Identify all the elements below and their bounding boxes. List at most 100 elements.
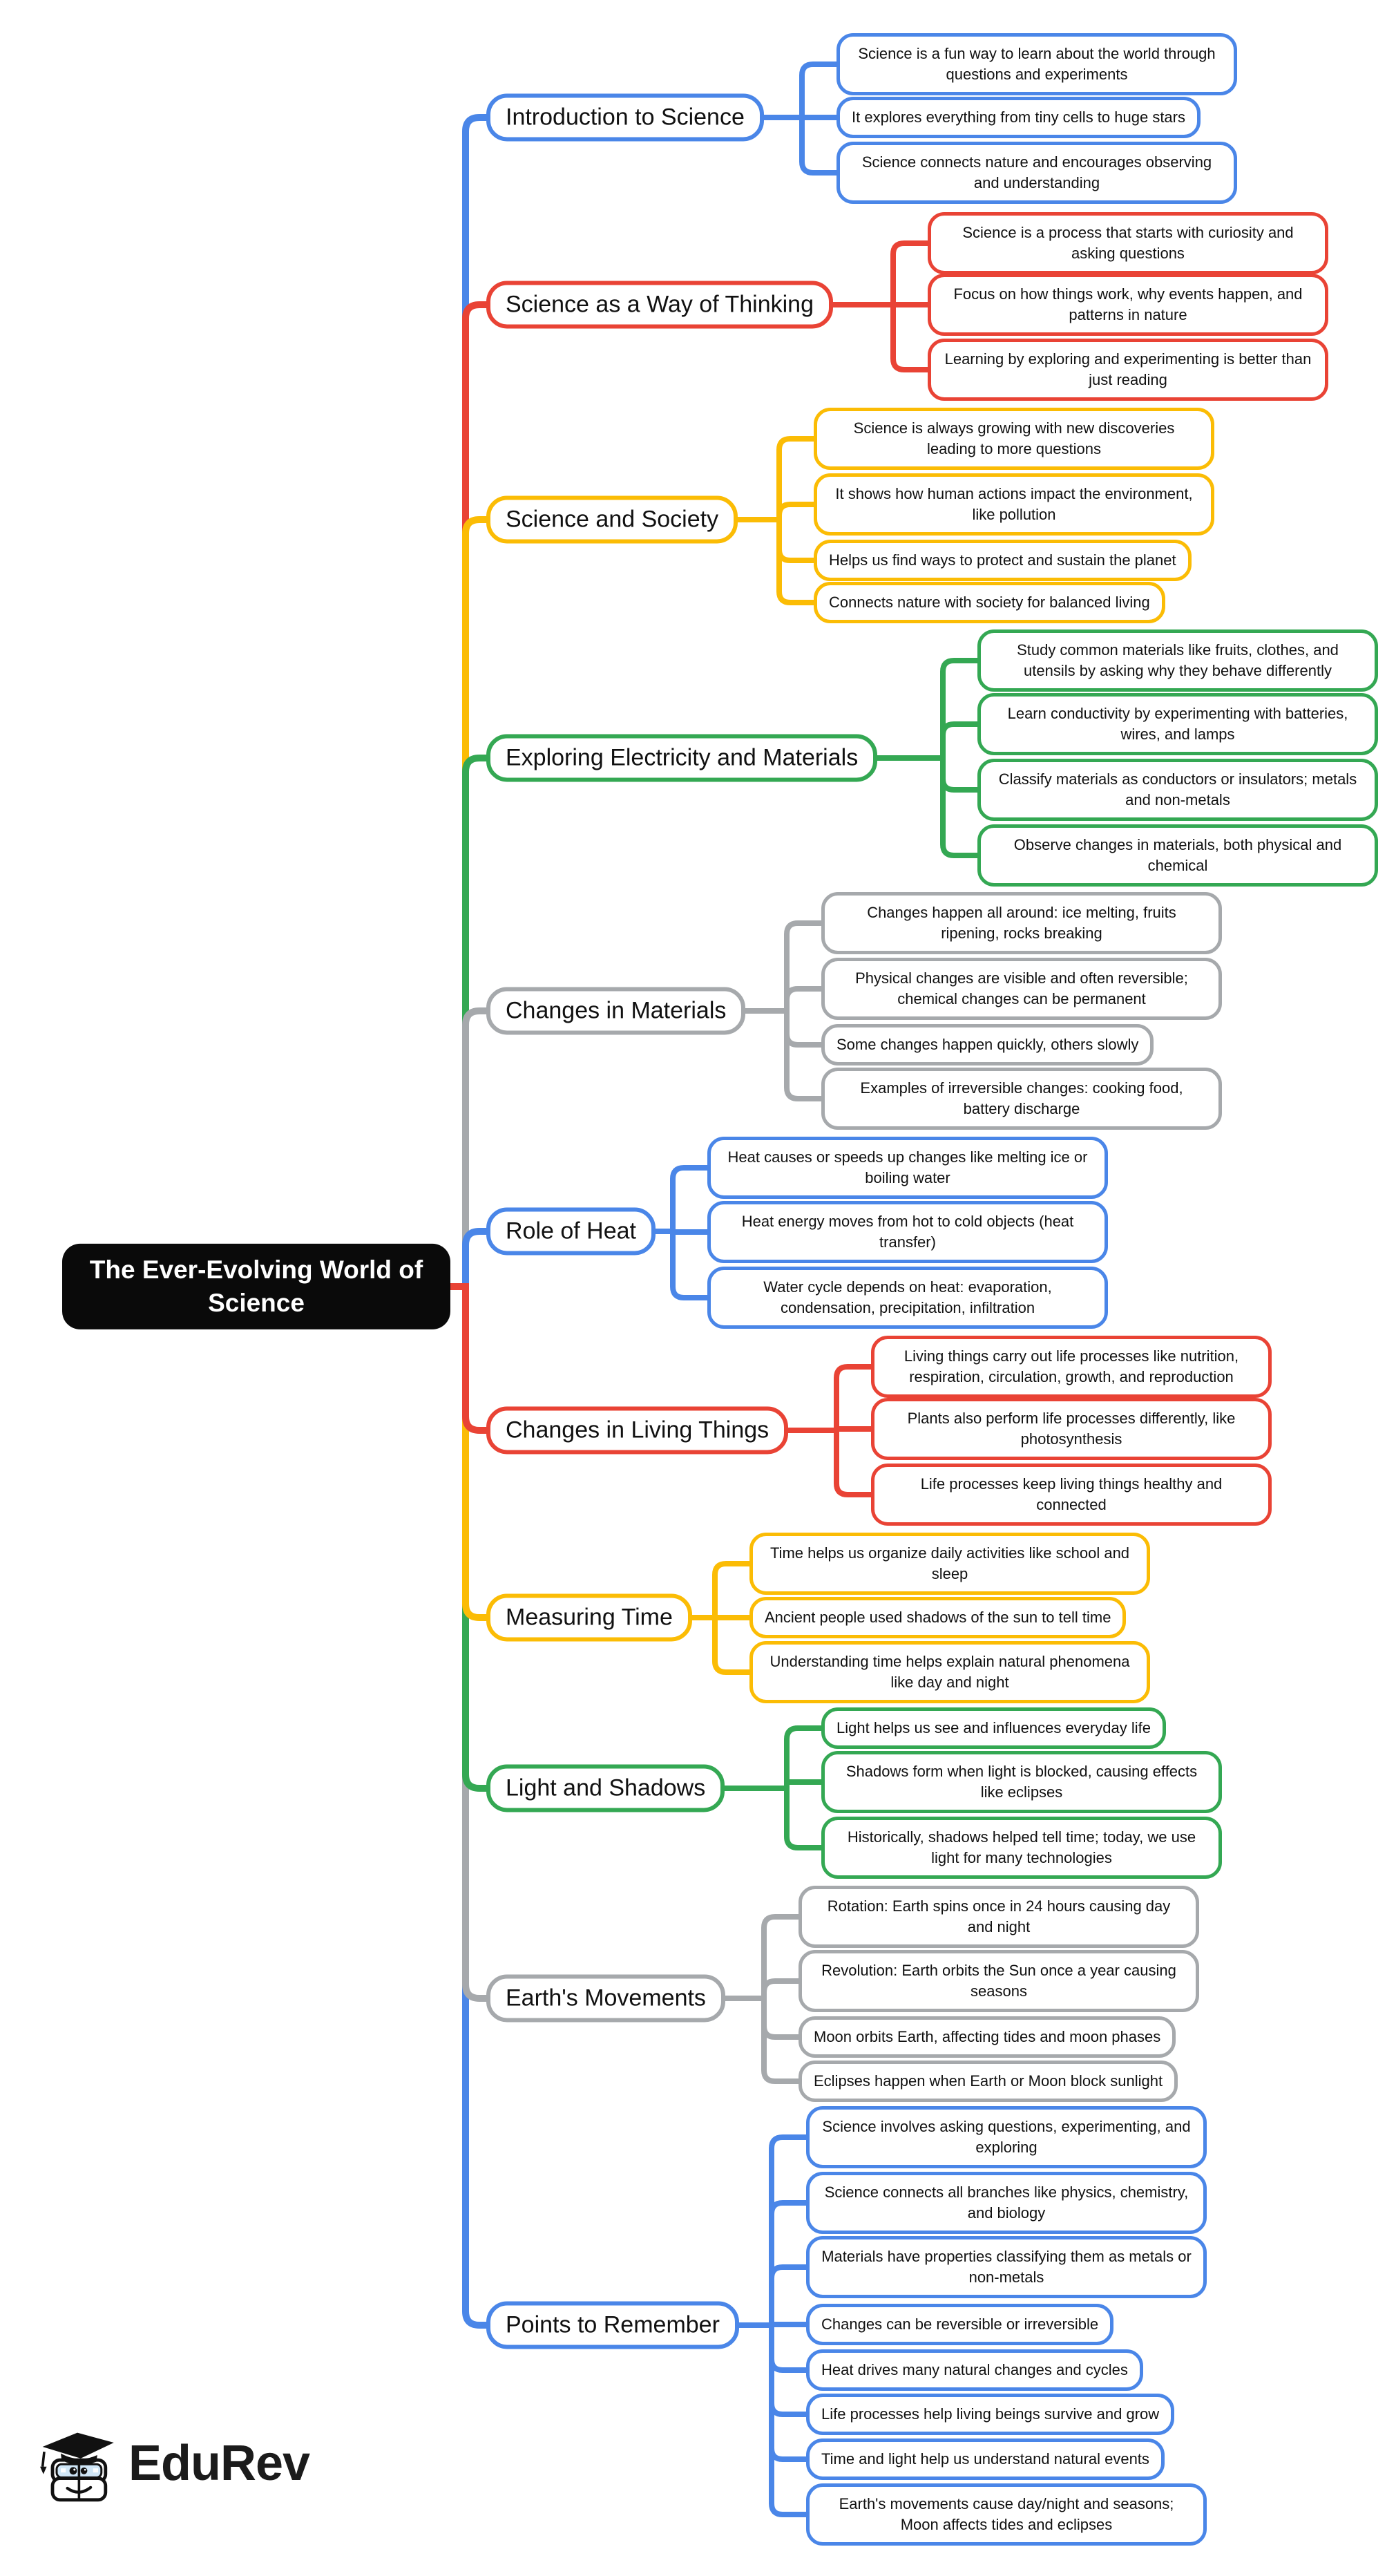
leaf-node[interactable]: Science involves asking questions, exper… [806,2106,1207,2168]
connector-line [761,1914,808,1998]
leaf-node-text: It explores everything from tiny cells t… [852,108,1185,126]
leaf-node[interactable]: Water cycle depends on heat: evaporation… [707,1267,1108,1329]
leaf-node[interactable]: Ancient people used shadows of the sun t… [749,1597,1127,1638]
connector-line [462,1287,497,2329]
branch-node-label: Science as a Way of Thinking [506,291,814,318]
branch-node[interactable]: Exploring Electricity and Materials [486,734,878,782]
leaf-node-text: Shadows form when light is blocked, caus… [845,1763,1198,1801]
leaf-node[interactable]: It shows how human actions impact the en… [814,473,1214,536]
leaf-node[interactable]: Heat drives many natural changes and cyc… [806,2349,1143,2391]
connector-line [784,920,831,1011]
leaf-node-text: Classify materials as conductors or insu… [998,770,1357,808]
leaf-node[interactable]: Eclipses happen when Earth or Moon block… [799,2061,1178,2102]
leaf-node[interactable]: Earth's movements cause day/night and se… [806,2483,1207,2546]
connector-line [462,1007,497,1287]
leaf-node[interactable]: Materials have properties classifying th… [806,2236,1207,2298]
leaf-node[interactable]: Light helps us see and influences everyd… [821,1707,1166,1749]
branch-node[interactable]: Changes in Materials [486,987,746,1035]
connector-line [784,986,831,1011]
connector-line [761,1998,808,2084]
connector-line [462,755,497,1287]
leaf-node[interactable]: Connects nature with society for balance… [814,582,1165,623]
leaf-node-text: Plants also perform life processes diffe… [907,1410,1236,1448]
branch-node[interactable]: Science and Society [486,495,738,544]
leaf-node[interactable]: Changes happen all around: ice melting, … [821,892,1222,954]
branch-node[interactable]: Science as a Way of Thinking [486,281,834,329]
root-node[interactable]: The Ever-Evolving World of Science [62,1243,450,1330]
leaf-node[interactable]: Observe changes in materials, both physi… [977,824,1378,887]
leaf-node[interactable]: Science connects all branches like physi… [806,2172,1207,2234]
leaf-node[interactable]: Study common materials like fruits, clot… [977,629,1378,692]
leaf-node[interactable]: Plants also perform life processes diffe… [871,1398,1272,1460]
branch-node[interactable]: Earth's Movements [486,1974,725,2023]
leaf-node[interactable]: Historically, shadows helped tell time; … [821,1817,1222,1879]
branch-node-label: Earth's Movements [506,1985,706,2011]
connector-line [670,1165,717,1231]
leaf-node-text: Science involves asking questions, exper… [822,2118,1191,2156]
leaf-node[interactable]: Revolution: Earth orbits the Sun once a … [799,1950,1199,2012]
leaf-node-text: Life processes help living beings surviv… [821,2405,1160,2423]
leaf-node[interactable]: Science is a process that starts with cu… [928,212,1328,274]
leaf-node-text: Revolution: Earth orbits the Sun once a … [821,1962,1176,2000]
leaf-node[interactable]: Time and light help us understand natura… [806,2438,1165,2480]
leaf-node[interactable]: Focus on how things work, why events hap… [928,274,1328,336]
leaf-node-text: Life processes keep living things health… [920,1475,1223,1513]
connector-line [462,1287,497,2002]
leaf-node-text: Changes happen all around: ice melting, … [867,904,1176,942]
connector-line [712,1618,759,1675]
leaf-node[interactable]: Science connects nature and encourages o… [836,142,1237,204]
connector-line [769,2200,816,2325]
leaf-node[interactable]: Life processes keep living things health… [871,1464,1272,1526]
leaf-node-text: Connects nature with society for balance… [829,594,1150,611]
leaf-node-text: Changes can be reversible or irreversibl… [821,2315,1099,2333]
leaf-node[interactable]: Physical changes are visible and often r… [821,958,1222,1020]
leaf-node[interactable]: Helps us find ways to protect and sustai… [814,540,1192,581]
leaf-node-text: Heat drives many natural changes and cyc… [821,2361,1128,2378]
connector-line [769,2134,816,2325]
leaf-node[interactable]: Some changes happen quickly, others slow… [821,1024,1154,1066]
branch-node[interactable]: Measuring Time [486,1593,692,1642]
leaf-node[interactable]: Examples of irreversible changes: cookin… [821,1068,1222,1130]
leaf-node-text: Focus on how things work, why events hap… [953,285,1303,323]
branch-node-label: Role of Heat [506,1218,636,1244]
leaf-node-text: Water cycle depends on heat: evaporation… [763,1278,1052,1316]
leaf-node-text: Earth's movements cause day/night and se… [839,2495,1174,2533]
leaf-node[interactable]: Understanding time helps explain natural… [749,1641,1150,1703]
leaf-node[interactable]: Life processes help living beings surviv… [806,2394,1175,2435]
connector-line [776,502,823,520]
leaf-node[interactable]: Time helps us organize daily activities … [749,1533,1150,1595]
leaf-node-text: Helps us find ways to protect and sustai… [829,551,1176,569]
leaf-node[interactable]: It explores everything from tiny cells t… [836,97,1201,138]
connector-line [940,758,987,858]
leaf-node[interactable]: Living things carry out life processes l… [871,1336,1272,1398]
branch-node-label: Science and Society [506,506,719,533]
branch-node-label: Measuring Time [506,1604,673,1631]
leaf-node[interactable]: Moon orbits Earth, affecting tides and m… [799,2016,1176,2058]
leaf-node[interactable]: Changes can be reversible or irreversibl… [806,2304,1114,2345]
connector-line [712,1561,759,1618]
leaf-node-text: Light helps us see and influences everyd… [836,1719,1151,1736]
leaf-node[interactable]: Rotation: Earth spins once in 24 hours c… [799,1886,1199,1948]
leaf-node-text: Eclipses happen when Earth or Moon block… [814,2072,1163,2090]
connector-line [784,1011,831,1101]
branch-node[interactable]: Changes in Living Things [486,1406,789,1455]
connector-line [769,2325,816,2517]
branch-node[interactable]: Points to Remember [486,2301,739,2349]
leaf-node[interactable]: Learn conductivity by experimenting with… [977,693,1378,755]
leaf-node[interactable]: Science is a fun way to learn about the … [836,33,1237,95]
leaf-node[interactable]: Shadows form when light is blocked, caus… [821,1751,1222,1813]
connector-line [940,721,987,758]
branch-node[interactable]: Role of Heat [486,1207,656,1256]
branch-node[interactable]: Introduction to Science [486,93,764,142]
branch-node[interactable]: Light and Shadows [486,1764,725,1812]
leaf-node[interactable]: Heat causes or speeds up changes like me… [707,1137,1108,1199]
branch-node-label: Introduction to Science [506,104,745,131]
leaf-node[interactable]: Classify materials as conductors or insu… [977,759,1378,821]
leaf-node[interactable]: Heat energy moves from hot to cold objec… [707,1201,1108,1263]
leaf-node[interactable]: Science is always growing with new disco… [814,408,1214,470]
connector-line [784,1788,831,1850]
leaf-node-text: Materials have properties classifying th… [821,2248,1192,2286]
leaf-node[interactable]: Learning by exploring and experimenting … [928,339,1328,401]
